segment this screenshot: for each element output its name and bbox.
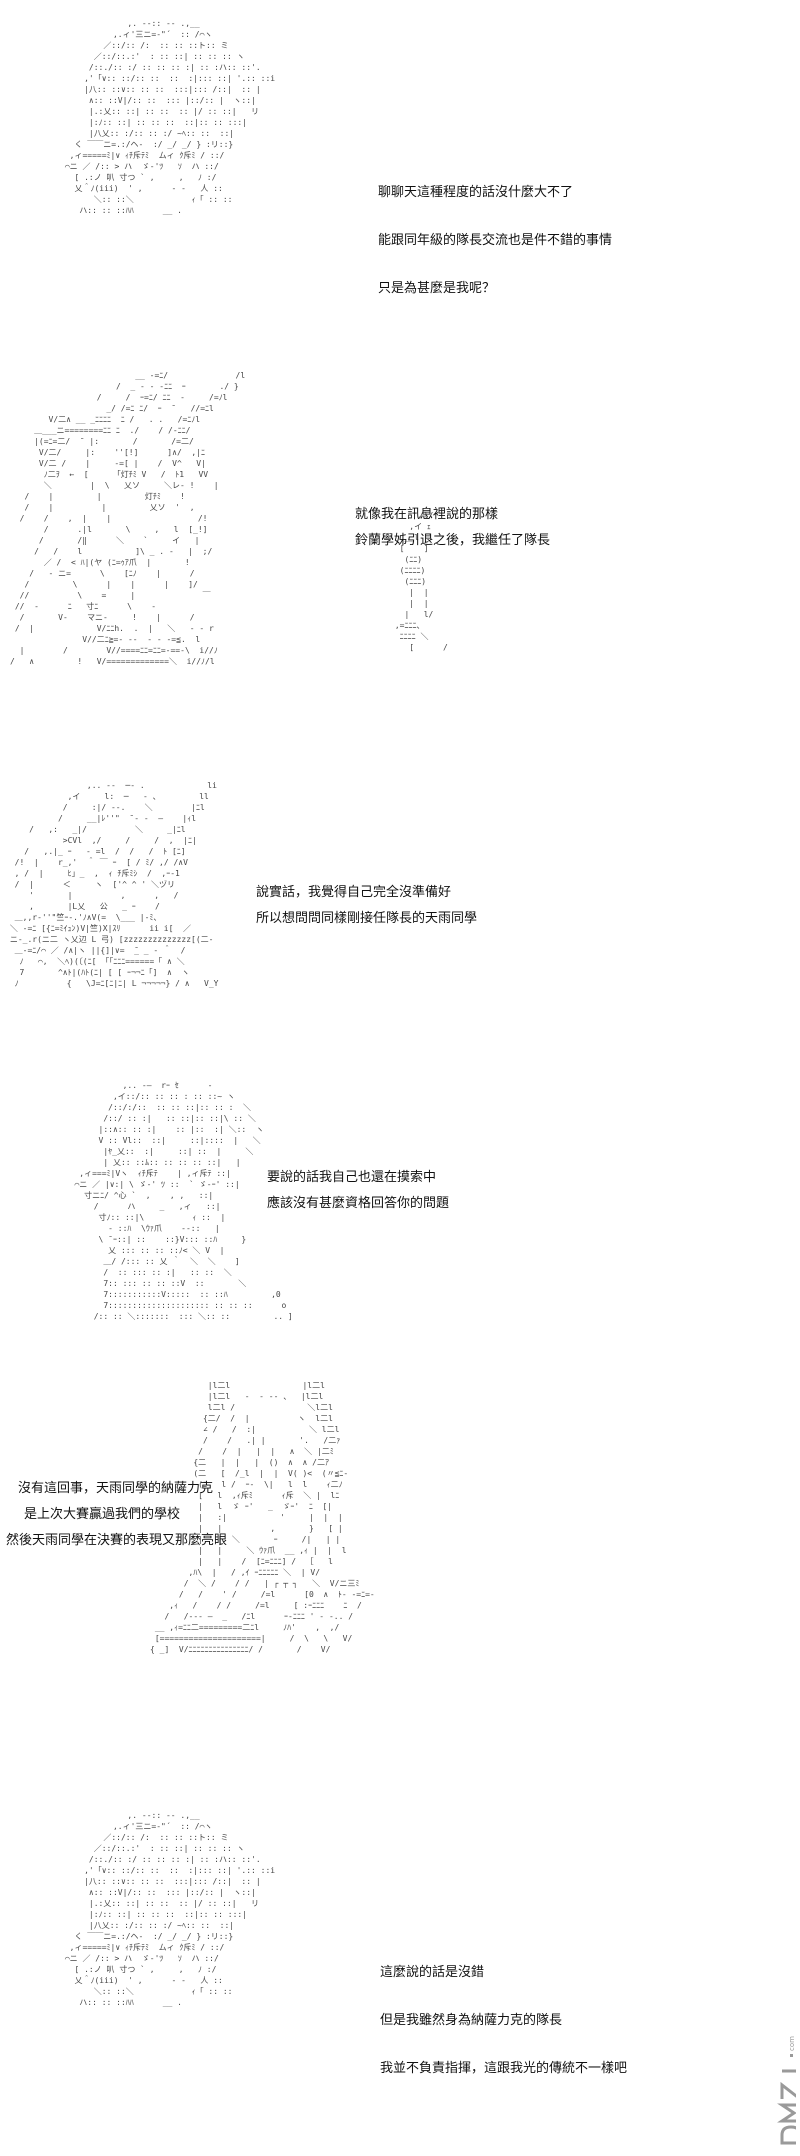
dialogue-line: 聊聊天這種程度的話沒什麼大不了 <box>378 185 574 200</box>
site-logo-icon: com <box>752 1995 800 2145</box>
dialogue-line: 能跟同年級的隊長交流也是件不錯的事情 <box>378 233 613 248</box>
panel-4: ,.. -― rｰ ｾ - ,イ::/:: :: :: : :: ::~ ヽ /… <box>0 1070 800 1360</box>
dialogue-line: 說實話，我覺得自己完全沒準備好 <box>256 885 452 900</box>
panel-5: |l二l |l二l |l二l - ‐ ‐- 、 |l二l l二l / ＼l二l … <box>0 1375 800 1785</box>
panel-3: ,.. -‐ ─- . li ,イ l: ─ ‐ 、 ll / :|/ ‐-. … <box>0 780 800 1050</box>
svg-text:com: com <box>788 2036 796 2051</box>
dialogue-1: 聊聊天這種程度的話沒什麼大不了 能跟同年級的隊長交流也是件不錯的事情 只是為甚麼… <box>378 158 612 313</box>
dialogue-6: 這麼說的話是沒錯 但是我雖然身為納薩力克的隊長 我並不負責指揮，這跟我光的傳統不… <box>380 1938 627 2093</box>
panel-6: ,. -‐:: ‐- .,__ ,.ィ'三ニ=‐"´ :: /⌒ヽ ／::/::… <box>0 1800 800 2156</box>
dialogue-4: 要說的話我自己也還在摸索中 應該沒有甚麼資格回答你的問題 <box>267 1165 449 1217</box>
dialogue-line: 是上次大賽贏過我們的學校 <box>24 1507 181 1522</box>
dialogue-line: 但是我雖然身為納薩力克的隊長 <box>380 2013 563 2028</box>
dialogue-line: 要說的話我自己也還在摸索中 <box>267 1170 437 1185</box>
ascii-art-character-5: |l二l |l二l |l二l - ‐ ‐- 、 |l二l l二l / ＼l二l … <box>150 1381 375 1654</box>
dialogue-line: 鈴蘭學姊引退之後，我繼任了隊長 <box>355 533 551 548</box>
dialogue-line: 我並不負責指揮，這跟我光的傳統不一樣吧 <box>380 2061 628 2076</box>
dialogue-3: 說實話，我覺得自己完全沒準備好 所以想問問同樣剛接任隊長的天雨同學 <box>256 880 477 932</box>
dialogue-line: 應該沒有甚麼資格回答你的問題 <box>267 1196 450 1211</box>
dialogue-line: 就像我在訊息裡說的那樣 <box>355 507 499 522</box>
ascii-art-character-2: __ -=ﾆ/ /l / _ - - -ﾆﾆ ｰ ./ } / / ｰ=ﾆ/ ﾆ… <box>10 371 246 666</box>
dialogue-line: 然後天雨同學在決賽的表現又那麼亮眼 <box>6 1533 228 1548</box>
dialogue-line: 所以想問問同樣剛接任隊長的天雨同學 <box>256 911 478 926</box>
dialogue-line: 這麼說的話是沒錯 <box>380 1965 485 1980</box>
ascii-art-character-1: ,. -‐:: ‐- .,__ ,.ィ'三ニ=‐"´ :: /⌒ヽ ／::/::… <box>60 18 612 296</box>
ascii-art-character-4: ,.. -― rｰ ｾ - ,イ::/:: :: :: : :: ::~ ヽ /… <box>74 1081 293 1321</box>
dialogue-2: 就像我在訊息裡說的那樣 鈴蘭學姊引退之後，我繼任了隊長 <box>355 502 550 554</box>
ascii-art-character-3: ,.. -‐ ─- . li ,イ l: ─ ‐ 、 ll / :|/ ‐-. … <box>9 781 219 988</box>
ascii-art-figure-2: /l/ ,イ ｪ __l l [ ] (ﾆﾆ) (ﾆﾆﾆﾆ) (ﾆﾆﾆ) | |… <box>394 511 448 652</box>
ascii-art-character-6: ,. -‐:: ‐- .,__ ,.ィ'三ニ=‐"´ :: /⌒ヽ ／::/::… <box>60 1810 627 2076</box>
dialogue-line: 沒有這回事，天雨同學的納薩力克 <box>18 1481 214 1496</box>
panel-1: ,. -‐:: ‐- .,__ ,.ィ'三ニ=‐"´ :: /⌒ヽ ／::/::… <box>0 0 800 345</box>
panel-2: __ -=ﾆ/ /l / _ - - -ﾆﾆ ｰ ./ } / / ｰ=ﾆ/ ﾆ… <box>0 360 800 760</box>
dialogue-line: 只是為甚麼是我呢？ <box>378 281 496 296</box>
dialogue-5: 沒有這回事，天雨同學的納薩力克 是上次大賽贏過我們的學校 然後天雨同學在決賽的表… <box>6 1476 227 1554</box>
